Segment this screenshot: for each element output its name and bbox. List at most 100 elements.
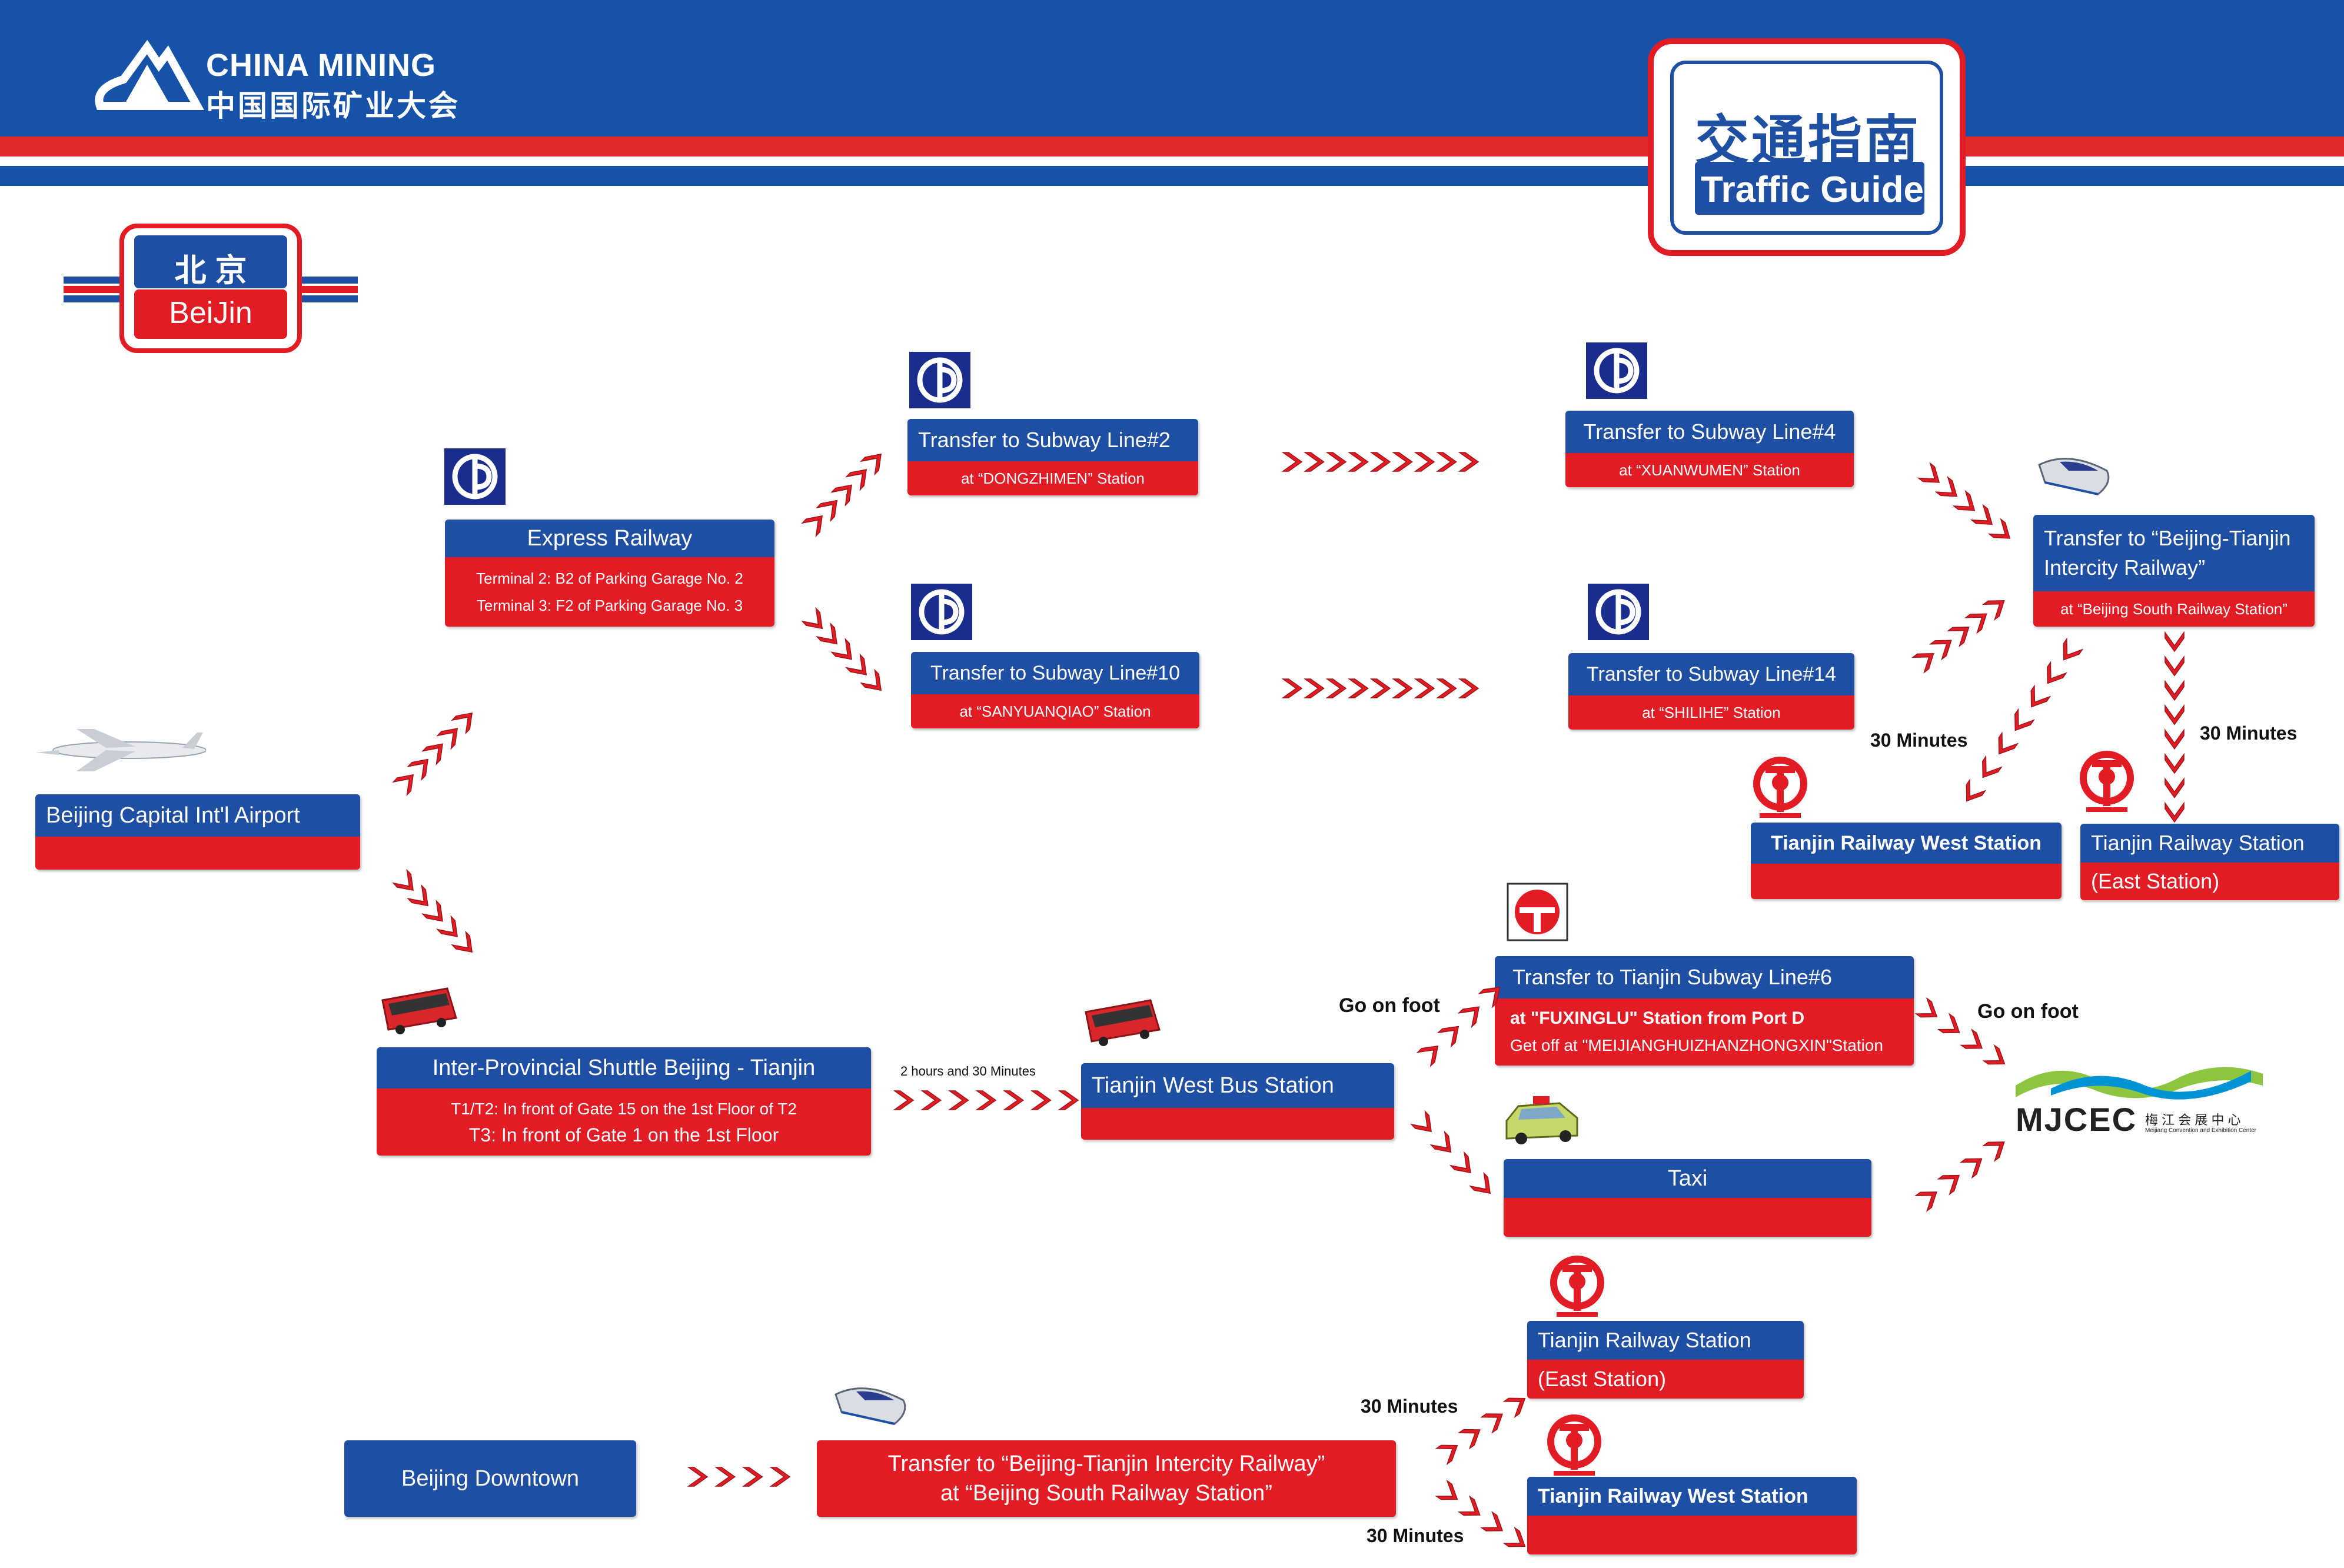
tianjin-east-station-bottom-node: Tianjin Railway Station (East Station) bbox=[1527, 1321, 1804, 1399]
arrow-chevron bbox=[949, 1090, 969, 1110]
railway-icon bbox=[1550, 1256, 1604, 1317]
airplane-icon bbox=[35, 729, 206, 771]
railway-icon bbox=[2080, 751, 2134, 812]
arrow-chevron bbox=[1282, 452, 1302, 472]
arrow-chevron bbox=[688, 1467, 708, 1487]
line10-title: Transfer to Subway Line#10 bbox=[930, 661, 1180, 684]
arrow-chevron bbox=[393, 870, 421, 898]
china-mining-logo: CHINA MINING 中国国际矿业大会 bbox=[88, 29, 477, 124]
arrow-chevron bbox=[1930, 632, 1957, 660]
arrow-chevron bbox=[1936, 477, 1963, 504]
bus-duration-label: 2 hours and 30 Minutes bbox=[900, 1064, 1036, 1078]
arrow-chevron bbox=[1504, 1527, 1531, 1555]
arrow-chevron bbox=[1392, 452, 1413, 472]
arrow-chevron bbox=[1436, 1480, 1464, 1508]
taxi-node: Taxi bbox=[1504, 1159, 1871, 1237]
intercity-railway-node: Transfer to “Beijing-Tianjin Intercity R… bbox=[2033, 515, 2315, 627]
intercity-top-title: Transfer to “Beijing-Tianjin Intercity R… bbox=[2044, 526, 2291, 580]
line2-sub: at “DONGZHIMEN” Station bbox=[960, 469, 1145, 487]
arrow-chevron bbox=[1326, 678, 1346, 698]
arrow-chevron bbox=[1003, 1090, 1024, 1110]
arrow-chevron bbox=[1983, 1134, 2011, 1161]
arrow-chevron bbox=[2007, 709, 2034, 737]
beijing-subway-icon bbox=[1586, 342, 1647, 399]
tj-line6-line2: Get off at "MEIJIANGHUIZHANZHONGXIN"Stat… bbox=[1510, 1036, 1883, 1054]
shuttle-line2: T3: In front of Gate 1 on the 1st Floor bbox=[468, 1124, 779, 1146]
arrow-chevron bbox=[770, 1467, 790, 1487]
tianjin-west-station-node: Tianjin Railway West Station bbox=[1751, 823, 2062, 899]
tianjin-east-station-node: Tianjin Railway Station (East Station) bbox=[2080, 824, 2339, 900]
intercity-bottom-line2: at “Beijing South Railway Station” bbox=[940, 1481, 1272, 1506]
arrow-chevron bbox=[1282, 678, 1302, 698]
tj-east-top-sub: (East Station) bbox=[2091, 869, 2220, 893]
arrow-chevron bbox=[1417, 1038, 1445, 1067]
city-name-en: BeiJin bbox=[169, 296, 252, 330]
subway-line14-node: Transfer to Subway Line#14 at “SHILIHE” … bbox=[1568, 653, 1854, 730]
tj-west-bottom-title: Tianjin Railway West Station bbox=[1538, 1484, 1808, 1507]
city-badge: 北 京 BeiJin bbox=[64, 224, 358, 353]
traffic-guide-cn: 交通指南 bbox=[1695, 111, 1921, 171]
express-line2: Terminal 3: F2 of Parking Garage No. 3 bbox=[476, 597, 743, 614]
arrow-chevron bbox=[1459, 452, 1479, 472]
tj-east-bottom-title: Tianjin Railway Station bbox=[1538, 1328, 1751, 1352]
arrow-chevron bbox=[1348, 452, 1369, 472]
logo-chinese: 中国国际矿业大会 bbox=[206, 89, 460, 122]
duration-label: 30 Minutes bbox=[1361, 1396, 1458, 1417]
shuttle-title: Inter-Provincial Shuttle Beijing - Tianj… bbox=[432, 1055, 816, 1080]
high-speed-train-icon bbox=[834, 1387, 906, 1425]
arrow-chevron bbox=[1458, 1421, 1486, 1449]
arrow-chevron bbox=[802, 608, 830, 636]
arrow-chevron bbox=[1392, 678, 1413, 698]
arrow-chevron bbox=[1411, 1111, 1439, 1139]
walk-label: Go on foot bbox=[1977, 1000, 2079, 1023]
arrow-chevron bbox=[1304, 678, 1325, 698]
tianjin-line6-node: Transfer to Tianjin Subway Line#6 at "FU… bbox=[1495, 956, 1914, 1066]
arrow-chevron bbox=[802, 508, 830, 537]
high-speed-train-icon bbox=[2038, 458, 2110, 495]
shuttle-line1: T1/T2: In front of Gate 15 on the 1st Fl… bbox=[451, 1100, 797, 1118]
arrow-chevron bbox=[1430, 1131, 1458, 1160]
downtown-label: Beijing Downtown bbox=[401, 1466, 580, 1491]
arrow-chevron bbox=[1960, 1029, 1988, 1057]
arrow-chevron bbox=[921, 1090, 942, 1110]
beijing-subway-icon bbox=[911, 584, 972, 640]
intercity-bottom-line1: Transfer to “Beijing-Tianjin Intercity R… bbox=[887, 1452, 1325, 1476]
arrow-chevron bbox=[894, 1090, 914, 1110]
subway-line2-node: Transfer to Subway Line#2 at “DONGZHIMEN… bbox=[907, 419, 1198, 495]
line14-sub: at “SHILIHE” Station bbox=[1642, 703, 1781, 721]
tianjin-metro-icon bbox=[1507, 883, 1568, 941]
mjcec-en: Meijiang Convention and Exhibition Cente… bbox=[2145, 1127, 2257, 1134]
arrow-chevron bbox=[2165, 632, 2185, 652]
arrow-chevron bbox=[1916, 998, 1943, 1026]
arrow-chevron bbox=[1348, 678, 1369, 698]
traffic-guide-en: Traffic Guide bbox=[1701, 169, 1924, 210]
beijing-subway-icon bbox=[444, 448, 506, 505]
arrow-chevron bbox=[1415, 452, 1435, 472]
arrow-chevron bbox=[1912, 645, 1940, 673]
arrow-chevron bbox=[1947, 619, 1975, 647]
mountain-logo-icon bbox=[95, 39, 204, 110]
arrow-chevron bbox=[1371, 678, 1391, 698]
tj-east-bottom-sub: (East Station) bbox=[1538, 1367, 1667, 1391]
arrow-chevron bbox=[715, 1467, 736, 1487]
express-title: Express Railway bbox=[527, 525, 693, 551]
arrow-chevron bbox=[1938, 1013, 1966, 1041]
line4-title: Transfer to Subway Line#4 bbox=[1583, 420, 1836, 444]
tj-east-top-title: Tianjin Railway Station bbox=[2091, 831, 2305, 855]
bus-icon bbox=[1085, 999, 1161, 1046]
arrow-chevron bbox=[1965, 605, 1993, 634]
arrow-chevron bbox=[1481, 1406, 1508, 1433]
arrow-chevron bbox=[1918, 462, 1946, 491]
tj-line6-line1: at "FUXINGLU" Station from Port D bbox=[1510, 1008, 1805, 1028]
arrow-chevron bbox=[1989, 518, 2016, 547]
subway-line10-node: Transfer to Subway Line#10 at “SANYUANQI… bbox=[911, 652, 1199, 728]
taxi-icon bbox=[1505, 1096, 1578, 1144]
arrow-chevron bbox=[1458, 1496, 1486, 1523]
arrow-chevron bbox=[2165, 803, 2185, 823]
arrow-chevron bbox=[2039, 662, 2067, 690]
arrow-chevron bbox=[2023, 685, 2050, 713]
tianjin-bus-station-node: Tianjin West Bus Station bbox=[1081, 1063, 1394, 1140]
arrow-chevron bbox=[1326, 452, 1346, 472]
arrow-chevron bbox=[1481, 1512, 1508, 1539]
